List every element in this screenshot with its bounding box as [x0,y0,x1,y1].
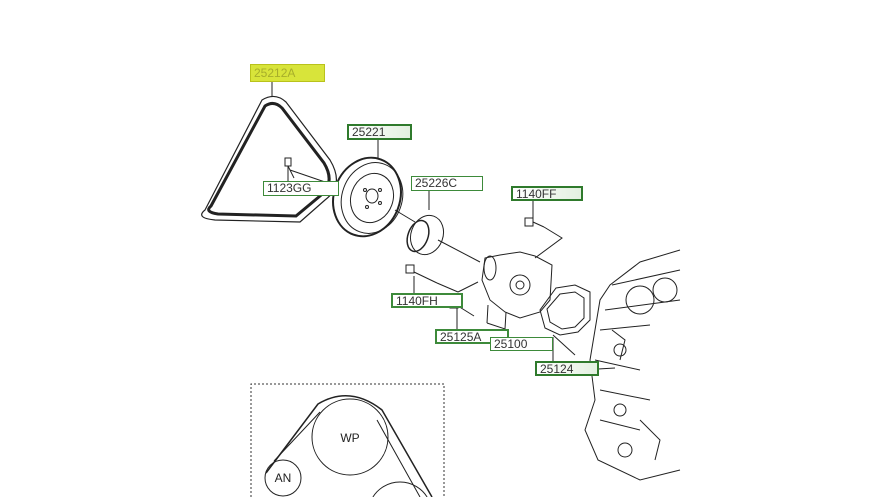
bolt-1140ff [524,217,563,259]
bolt-1140fh [405,264,479,293]
wp-pulley-circle [311,398,389,476]
bolt-1123gg [284,157,326,183]
part-label-idler[interactable]: 25226C [411,176,483,191]
part-label-bolt-fh[interactable]: 1140FH [391,293,463,308]
idler-pulley [394,209,481,263]
an-pulley-circle [264,459,302,497]
water-pump [481,251,553,319]
wp-label: WP [340,431,359,445]
drive-belt [201,95,337,223]
part-label-water-pump[interactable]: 25100 [490,337,553,351]
part-label-bolt-ff[interactable]: 1140FF [511,186,583,201]
engine-block [584,249,681,481]
part-label-gasket[interactable]: 25124 [535,361,599,376]
belt-routing-box [250,383,445,497]
part-label-pulley-bolt[interactable]: 1123GG [263,181,339,196]
part-label-belt[interactable]: 25212A [250,64,325,82]
crank-pulley [332,156,404,238]
an-label: AN [275,471,292,485]
gasket [539,284,591,356]
lower-pulley-arc [372,481,428,497]
part-label-pulley[interactable]: 25221 [347,124,412,140]
